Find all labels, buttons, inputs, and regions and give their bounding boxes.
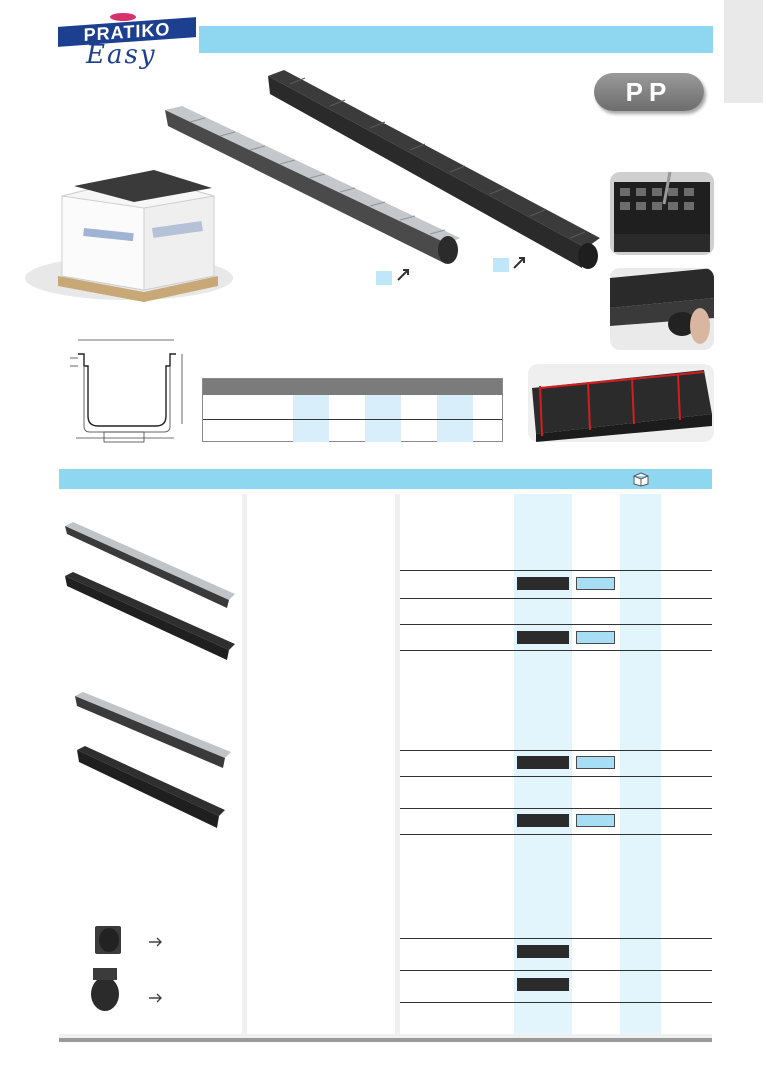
channel-products-image [165,70,600,269]
material-badge: PP [594,73,704,111]
code-swatch-blue [576,577,615,590]
code-swatch-blue [576,756,615,769]
arrow-label-box [376,271,392,285]
bundle-straps-photo [528,364,714,442]
channel-cross-section-drawing [70,339,183,443]
spec-column-highlight [437,395,473,442]
side-tab [724,0,763,103]
code-swatch-black [517,978,569,991]
spec-table-header [203,379,502,395]
end-cap-fitting-photo [610,268,714,350]
pallet-box-image [25,170,233,302]
arrow-up-right-icon [396,266,412,282]
row-divider [400,776,712,777]
row-divider [400,750,712,751]
logo-subtitle: Easy [86,40,157,70]
section-header-bar [59,469,712,489]
code-swatch-black [517,945,569,958]
spec-column-highlight [293,395,329,442]
product-images-column [59,494,242,1034]
page-title-bar [199,26,713,53]
code-swatch-black [517,577,569,590]
grate-screw-photo [610,172,714,255]
product-description-column [247,494,395,1034]
code-swatch-black [517,814,569,827]
code-swatch-black [517,631,569,644]
channel-variant-images [65,522,235,1011]
product-table [59,494,712,1042]
row-divider [400,650,712,651]
row-divider [400,570,712,571]
row-divider [400,808,712,809]
code-swatch-blue [576,814,615,827]
row-divider [400,624,712,625]
row-divider [400,938,712,939]
row-divider [400,834,712,835]
code-swatch-blue [576,631,615,644]
arrow-label-box [493,258,509,272]
spec-table [202,378,503,442]
row-divider [400,970,712,971]
code-swatch-black [517,756,569,769]
package-box-icon [632,471,650,487]
row-divider [400,598,712,599]
spec-row-divider [203,419,502,420]
spec-column-highlight [365,395,401,442]
arrow-up-right-icon [512,254,528,270]
data-column-stripe [620,494,661,1034]
row-divider [400,1002,712,1003]
logo-oval [110,13,136,21]
